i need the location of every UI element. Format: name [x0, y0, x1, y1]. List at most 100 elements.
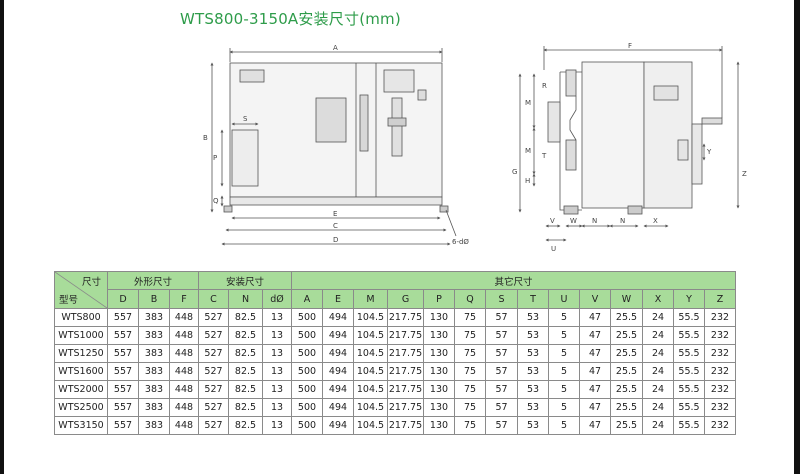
table-cell: 13 [262, 380, 292, 399]
table-cell: 217.75 [387, 416, 424, 435]
dim-label-g: G [512, 168, 517, 176]
table-cell: 500 [291, 362, 323, 381]
corner-diagonal [55, 272, 107, 308]
table-cell: 448 [169, 416, 199, 435]
table-cell: 217.75 [387, 326, 424, 345]
table-cell: 57 [485, 308, 518, 327]
group-header-install: 安装尺寸 [198, 271, 292, 290]
table-cell: 383 [138, 416, 170, 435]
table-cell: 557 [107, 344, 139, 363]
model-cell: WTS3150 [54, 416, 108, 435]
dim-label-a: A [333, 44, 338, 52]
dim-label-f: F [628, 42, 632, 50]
table-cell: 104.5 [353, 308, 388, 327]
table-cell: 57 [485, 362, 518, 381]
column-header-y: Y [673, 289, 705, 309]
column-header-x: X [642, 289, 674, 309]
table-cell: 55.5 [673, 344, 705, 363]
table-cell: 527 [198, 362, 229, 381]
table-cell: 557 [107, 326, 139, 345]
table-cell: 55.5 [673, 326, 705, 345]
dim-label-w: W [570, 217, 577, 225]
dim-label-u: U [551, 245, 556, 253]
table-cell: 104.5 [353, 380, 388, 399]
dim-label-b: B [203, 134, 208, 142]
column-header-a: A [291, 289, 323, 309]
table-cell: 55.5 [673, 398, 705, 417]
table-cell: 5 [548, 344, 580, 363]
model-cell: WTS1000 [54, 326, 108, 345]
table-cell: 24 [642, 398, 674, 417]
table-cell: 13 [262, 326, 292, 345]
table-cell: 383 [138, 344, 170, 363]
table-cell: 5 [548, 416, 580, 435]
column-header-d: D [107, 289, 139, 309]
dim-label-e: E [333, 210, 337, 218]
column-header-m: M [353, 289, 388, 309]
table-cell: 527 [198, 380, 229, 399]
dim-label-n1: N [592, 217, 597, 225]
table-cell: 527 [198, 344, 229, 363]
table-cell: 55.5 [673, 380, 705, 399]
column-header-c: C [198, 289, 229, 309]
table-cell: 232 [704, 362, 736, 381]
table-cell: 13 [262, 308, 292, 327]
dim-label-x: X [653, 217, 658, 225]
model-cell: WTS1600 [54, 362, 108, 381]
table-cell: 82.5 [228, 362, 263, 381]
table-cell: 75 [454, 308, 486, 327]
table-cell: 24 [642, 326, 674, 345]
table-cell: 25.5 [610, 326, 643, 345]
dim-label-hole: 6-dØ [452, 238, 469, 246]
table-cell: 557 [107, 398, 139, 417]
table-cell: 82.5 [228, 380, 263, 399]
table-cell: 500 [291, 398, 323, 417]
column-header-n: N [228, 289, 263, 309]
table-cell: 448 [169, 380, 199, 399]
table-cell: 494 [322, 380, 354, 399]
table-cell: 130 [423, 326, 455, 345]
table-cell: 75 [454, 326, 486, 345]
table-cell: 57 [485, 416, 518, 435]
dim-label-h: H [525, 177, 530, 185]
front-view [210, 48, 457, 246]
table-cell: 494 [322, 398, 354, 417]
table-cell: 448 [169, 326, 199, 345]
table-cell: 494 [322, 416, 354, 435]
table-cell: 527 [198, 416, 229, 435]
table-cell: 5 [548, 380, 580, 399]
dim-label-v: V [550, 217, 555, 225]
dim-label-z: Z [742, 170, 747, 178]
table-cell: 25.5 [610, 380, 643, 399]
dim-label-m1: M [525, 99, 531, 107]
table-cell: 494 [322, 344, 354, 363]
table-cell: 57 [485, 380, 518, 399]
table-cell: 130 [423, 416, 455, 435]
column-header-b: B [138, 289, 170, 309]
table-cell: 75 [454, 344, 486, 363]
table-cell: 24 [642, 362, 674, 381]
table-cell: 25.5 [610, 344, 643, 363]
dim-label-q: Q [213, 197, 219, 205]
table-cell: 130 [423, 308, 455, 327]
table-cell: 448 [169, 344, 199, 363]
model-cell: WTS2000 [54, 380, 108, 399]
table-cell: 47 [579, 326, 611, 345]
table-cell: 500 [291, 326, 323, 345]
right-border [794, 0, 800, 474]
table-cell: 47 [579, 308, 611, 327]
table-cell: 232 [704, 326, 736, 345]
table-cell: 383 [138, 308, 170, 327]
table-cell: 53 [517, 380, 549, 399]
dim-label-p: P [213, 154, 217, 162]
column-header-u: U [548, 289, 580, 309]
column-header-g: G [387, 289, 424, 309]
column-header-z: Z [704, 289, 736, 309]
dim-label-n2: N [620, 217, 625, 225]
table-cell: 527 [198, 308, 229, 327]
table-cell: 130 [423, 344, 455, 363]
